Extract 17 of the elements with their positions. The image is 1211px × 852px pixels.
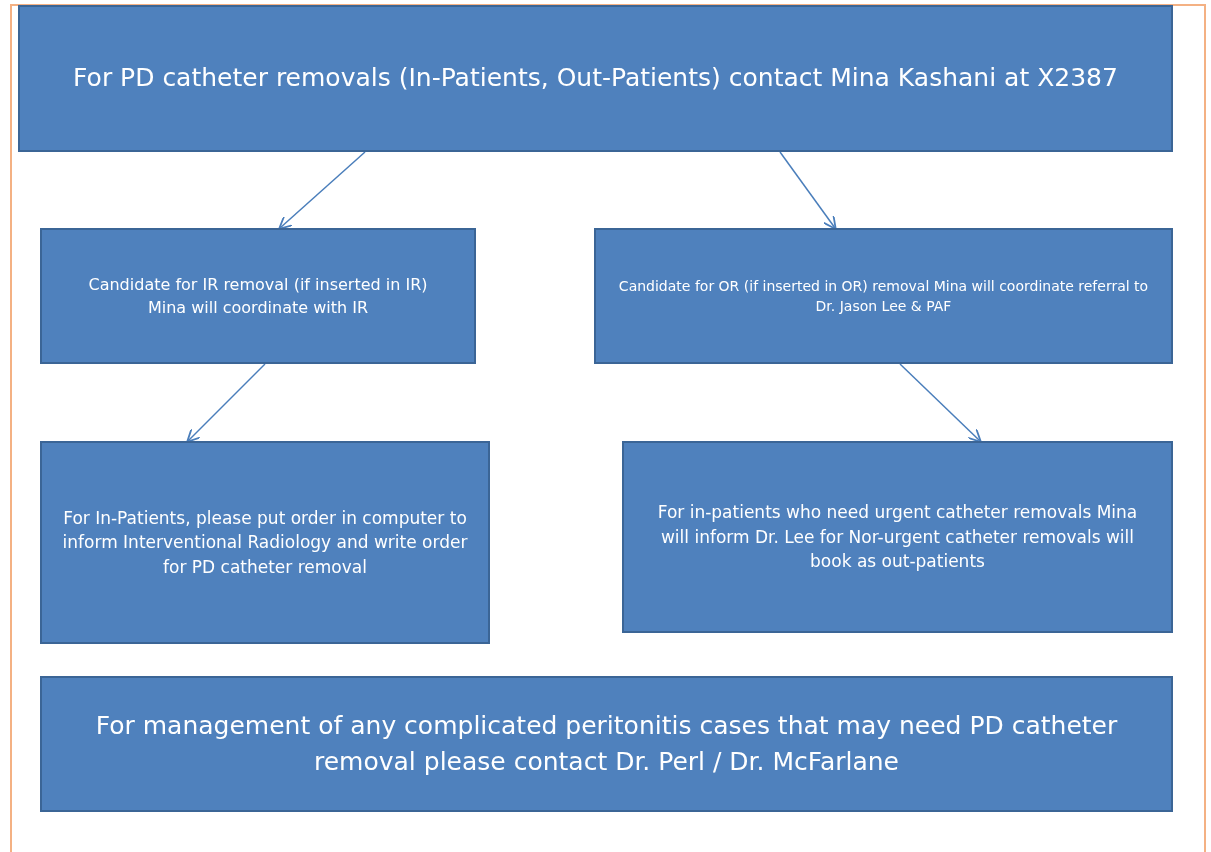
arrow [278, 151, 366, 230]
box-text: For management of any complicated peritonitis cases that may need PD catheter removal please contact Dr. Perl / Dr. McFarlane [94, 709, 1119, 778]
process-box [18, 5, 1173, 152]
process-box [594, 228, 1173, 364]
arrow [779, 151, 837, 230]
box-text: For PD catheter removals (In-Patients, Out-Patients) contact Mina Kashani at X2387 [73, 62, 1118, 95]
process-box [40, 676, 1173, 812]
arrow [899, 363, 982, 443]
process-box [622, 441, 1173, 633]
box-text: Candidate for OR (if inserted in OR) removal Mina will coordinate referral to Dr. Jason Lee & PAF [617, 276, 1150, 316]
arrow [186, 363, 266, 443]
box-text: Candidate for IR removal (if inserted in IR) [88, 273, 428, 296]
process-box [40, 441, 490, 644]
box-text: For In-Patients, please put order in computer to inform Interventional Radiology and write order for PD catheter removal [61, 506, 469, 579]
box-text: For in-patients who need urgent catheter removals Mina will inform Dr. Lee for Nor-urgent catheter removals will book as out-patients [656, 501, 1139, 574]
box-text: Mina will coordinate with IR [147, 297, 369, 319]
process-box [40, 228, 476, 364]
